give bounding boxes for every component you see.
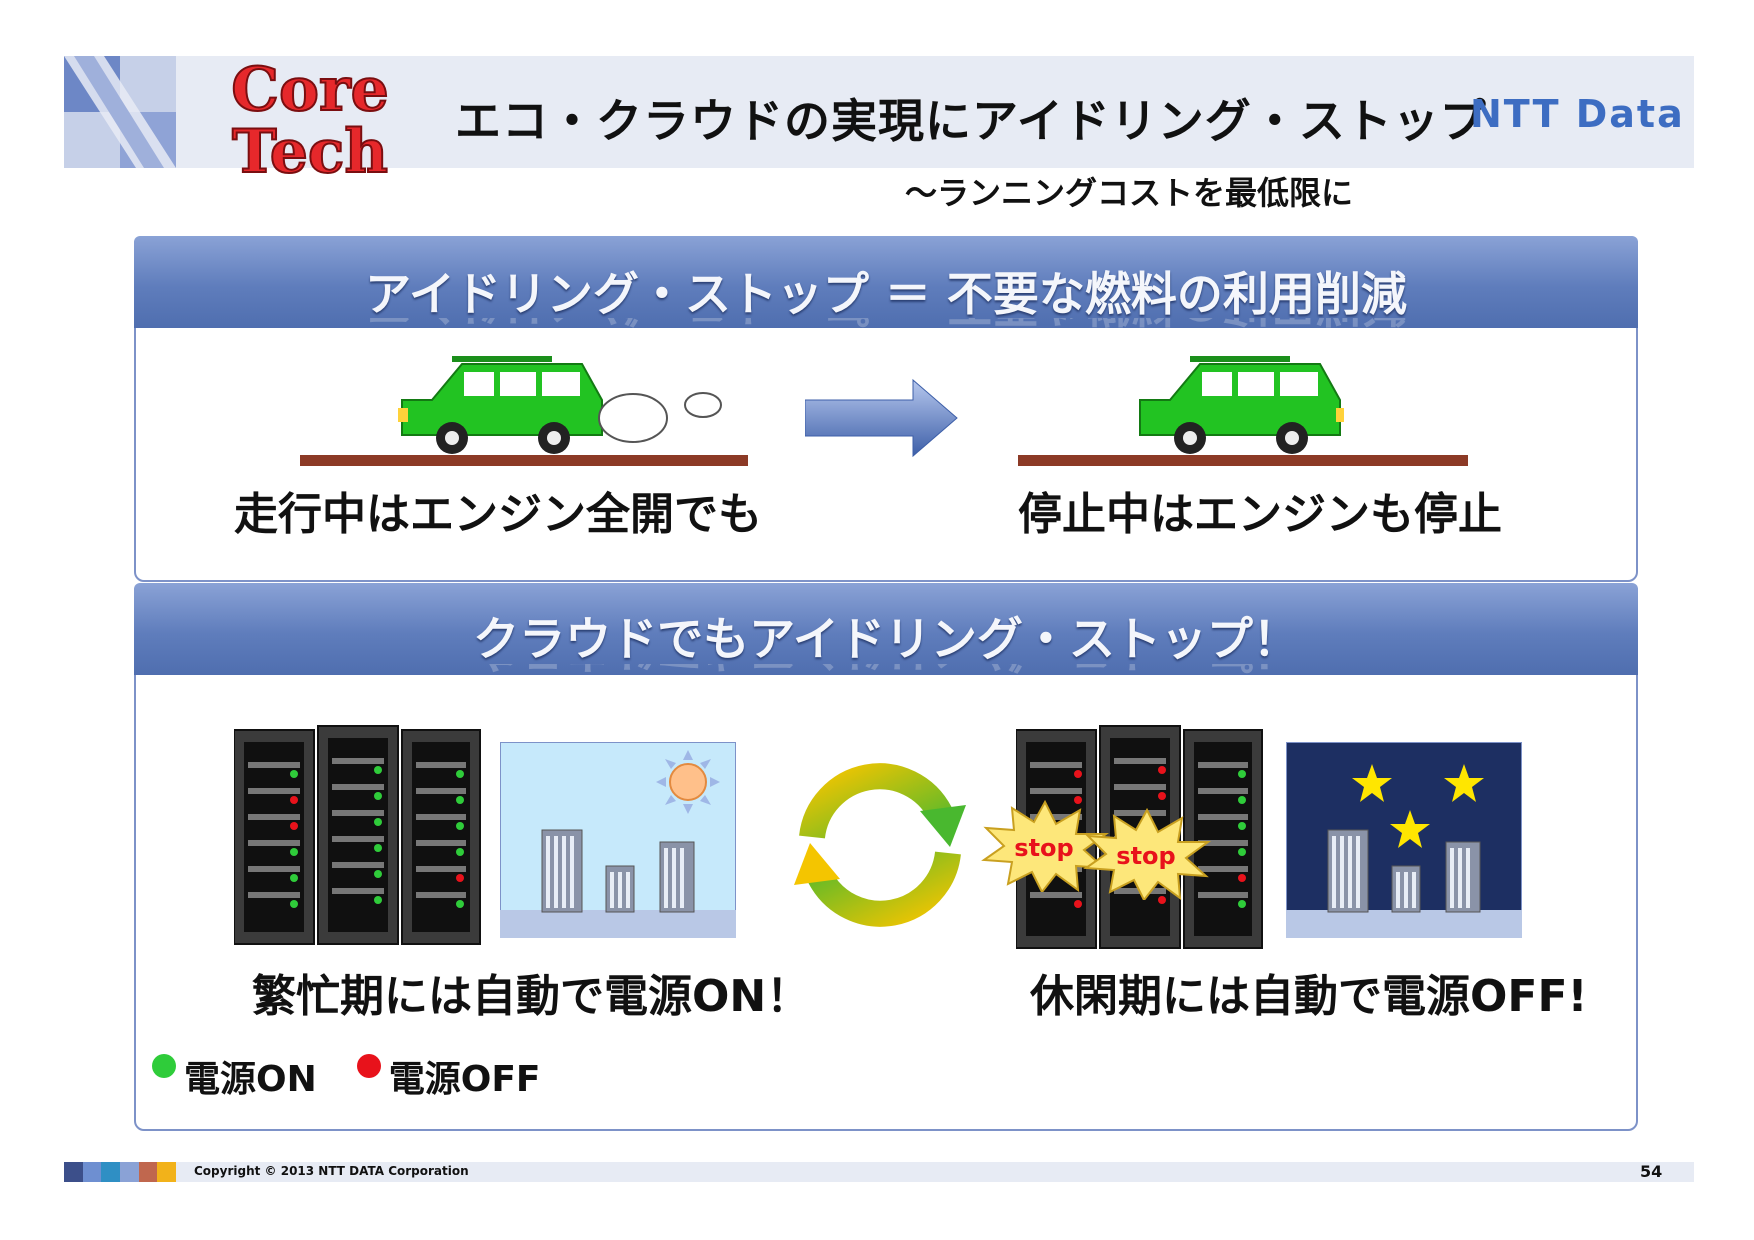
header-decoration [64, 56, 176, 168]
sun-icon [656, 750, 720, 814]
panel-heading-reflection: アイドリング・ストップ ＝ 不要な燃料の利用削減 [134, 318, 1638, 340]
caption-busy-period: 繁忙期には自動で電源ON！ [252, 971, 811, 1022]
legend-power-on: 電源ON [184, 1059, 317, 1100]
caption-stopped: 停止中はエンジンも停止 [1018, 489, 1502, 540]
panel-heading-band [134, 583, 1638, 675]
cycle-arrows-icon [794, 763, 966, 927]
power-on-dot-icon [152, 1054, 176, 1078]
panel-heading: クラウドでもアイドリング・ストップ！ [473, 612, 1299, 666]
panel-heading-band [134, 236, 1638, 328]
stopped-car-icon [1139, 356, 1344, 454]
road-right [1018, 455, 1468, 466]
night-city-icon [1286, 742, 1522, 938]
power-legend: 電源ON 電源OFF [152, 1050, 541, 1102]
server-racks-on-icon [234, 725, 481, 945]
svg-text:stop: stop [1116, 842, 1175, 870]
power-off-dot-icon [356, 1054, 381, 1078]
slide-subtitle: ～ランニングコストを最低限に [905, 174, 1354, 212]
stop-burst-icon: stop [1083, 808, 1212, 900]
page-number: 54 [1640, 1162, 1663, 1181]
svg-text:Tech: Tech [232, 117, 388, 180]
star-icon [1352, 764, 1484, 848]
legend-power-off: 電源OFF [388, 1059, 541, 1100]
svg-text:Core: Core [231, 55, 389, 125]
footer-color-strip [64, 1162, 177, 1182]
road-left [300, 455, 748, 466]
core-tech-logo: Core Tech [230, 54, 390, 180]
exhaust-smoke-icon [598, 392, 722, 443]
footer-bar [64, 1162, 1694, 1182]
right-arrow-icon [805, 378, 958, 458]
caption-running: 走行中はエンジン全開でも [234, 489, 762, 540]
daytime-city-icon [500, 742, 736, 938]
panel-heading: アイドリング・ストップ ＝ 不要な燃料の利用削減 [365, 267, 1407, 321]
running-car-icon [398, 356, 603, 454]
panel-heading-reflection: クラウドでもアイドリング・ストップ！ [134, 664, 1638, 686]
stop-burst-icon: stop [981, 800, 1110, 892]
caption-idle-period: 休閑期には自動で電源OFF! [1030, 971, 1588, 1022]
slide-title: エコ・クラウドの実現にアイドリング・ストップ [455, 94, 1487, 148]
copyright-text: Copyright © 2013 NTT DATA Corporation [194, 1164, 469, 1178]
header-bar [64, 56, 1694, 168]
ntt-data-logo: NTT Data [1470, 92, 1685, 136]
svg-text:stop: stop [1014, 834, 1073, 862]
